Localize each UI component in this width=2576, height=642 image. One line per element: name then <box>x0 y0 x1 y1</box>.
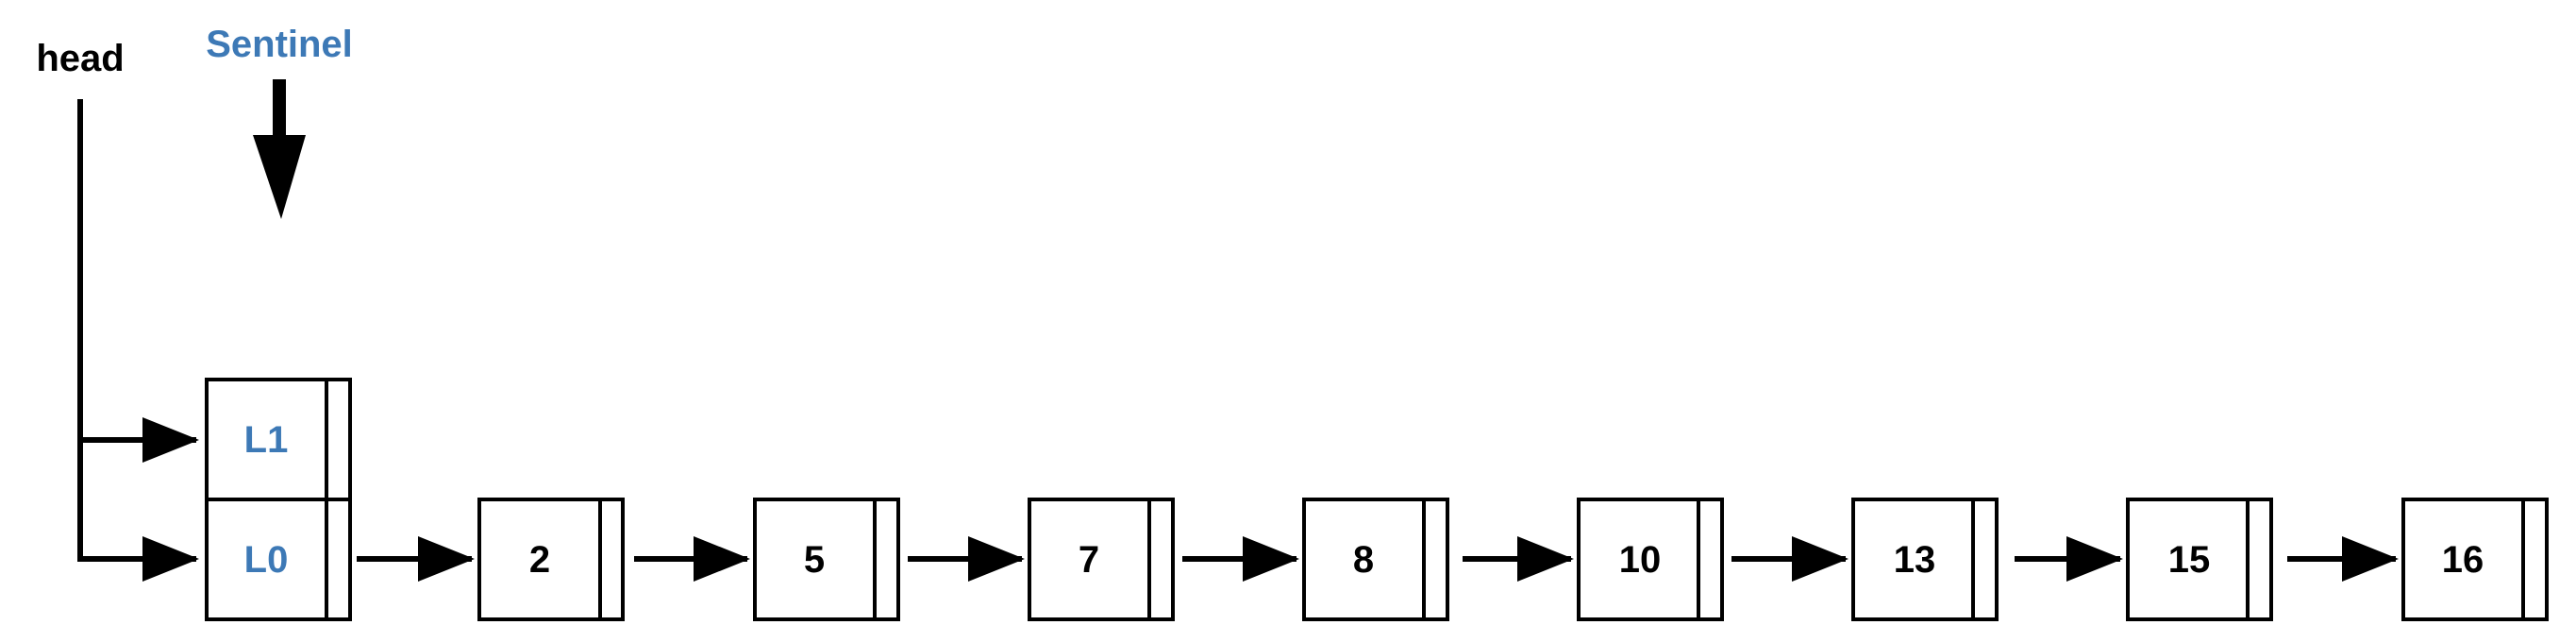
node-value: 13 <box>1894 539 1936 581</box>
node-box <box>753 498 900 621</box>
node-value: 2 <box>529 539 550 581</box>
node-0: 2 <box>477 498 625 621</box>
node-value: 16 <box>2442 539 2484 581</box>
sentinel-l0-label: L0 <box>244 539 289 581</box>
node-7: 16 <box>2401 498 2549 621</box>
sentinel-l1-label: L1 <box>244 419 289 461</box>
node-3: 8 <box>1302 498 1449 621</box>
node-box <box>1302 498 1449 621</box>
sentinel-arrow-head <box>253 135 306 219</box>
node-2: 7 <box>1028 498 1175 621</box>
node-box <box>1028 498 1175 621</box>
node-value: 8 <box>1353 539 1374 581</box>
node-5: 13 <box>1851 498 1999 621</box>
node-6: 15 <box>2126 498 2273 621</box>
node-value: 7 <box>1079 539 1099 581</box>
sentinel-node: L1 L0 <box>205 378 352 621</box>
node-value: 15 <box>2168 539 2211 581</box>
node-value: 5 <box>804 539 825 581</box>
head-label: head <box>36 38 124 79</box>
sentinel-label: Sentinel <box>206 24 353 65</box>
node-1: 5 <box>753 498 900 621</box>
node-4: 10 <box>1577 498 1724 621</box>
node-value: 10 <box>1619 539 1662 581</box>
